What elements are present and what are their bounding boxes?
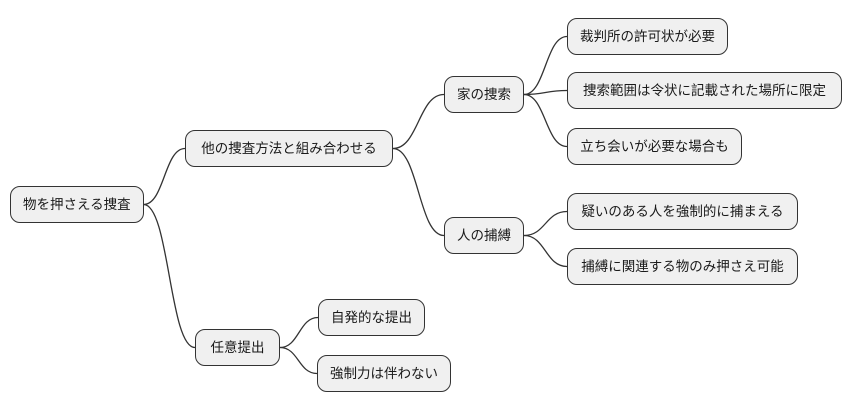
node-combine: 他の捜査方法と組み合わせる [185, 130, 393, 167]
node-suspect: 疑いのある人を強制的に捕まえる [567, 193, 798, 230]
node-house_search: 家の捜索 [444, 76, 524, 113]
node-witness: 立ち会いが必要な場合も [567, 128, 742, 165]
node-spontaneous: 自発的な提出 [318, 299, 425, 336]
node-voluntary: 任意提出 [195, 329, 280, 366]
node-related: 捕縛に関連する物のみ押さえ可能 [567, 248, 798, 285]
node-warrant: 裁判所の許可状が必要 [567, 18, 728, 55]
node-scope: 捜索範囲は令状に記載された場所に限定 [567, 72, 842, 109]
node-arrest: 人の捕縛 [444, 217, 524, 254]
node-root: 物を押さえる捜査 [10, 186, 144, 223]
node-no_force: 強制力は伴わない [317, 355, 451, 392]
